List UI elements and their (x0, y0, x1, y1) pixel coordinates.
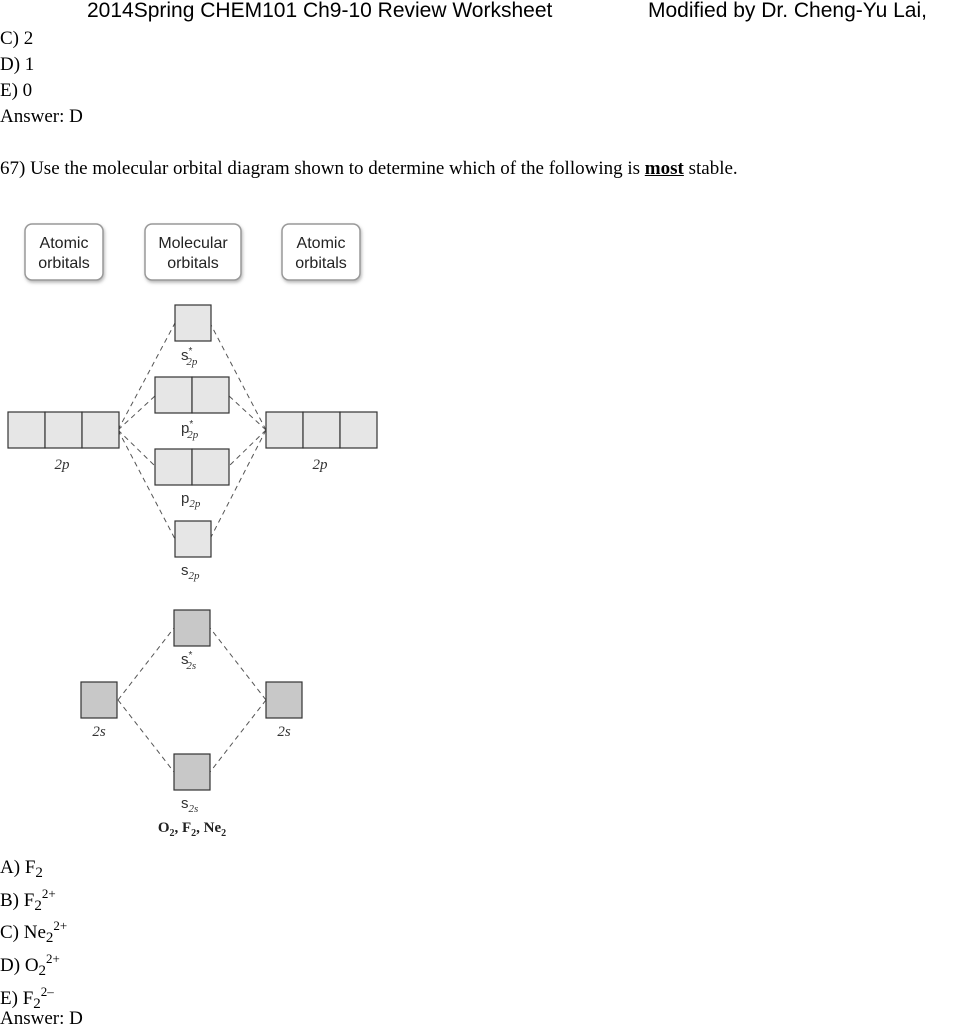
prev-choice-c: C) 2 (0, 28, 34, 49)
prev-answer: Answer: D (0, 106, 83, 127)
mo-pi-2p-star (154, 376, 230, 414)
diagram-caption: O2, F2, Ne2 (158, 820, 226, 839)
correlation-lines-2s (117, 627, 267, 773)
label-2s-left: 2s (92, 724, 106, 740)
box-atomic-right-line2: orbitals (295, 255, 347, 272)
answer: Answer: D (0, 1008, 83, 1029)
label-sigma-2s: s2s (181, 795, 198, 815)
label-pi-2p-star: p*2p (181, 419, 199, 441)
choice-b: B) F22+ (0, 886, 56, 914)
box-molecular-line1: Molecular (158, 235, 228, 252)
label-pi-2p: p2p (181, 490, 201, 510)
ao-2s-left (80, 681, 118, 719)
ao-2p-right (265, 411, 378, 449)
box-molecular-line2: orbitals (167, 255, 219, 272)
mo-pi-2p (154, 448, 230, 486)
ao-2p-left (7, 411, 120, 449)
prev-choice-d: D) 1 (0, 54, 35, 75)
box-molecular: Molecular orbitals (144, 223, 242, 281)
label-2s-right: 2s (277, 724, 291, 740)
question-suffix: stable. (683, 158, 738, 179)
mo-diagram: Atomic orbitals Molecular orbitals Atomi… (7, 223, 378, 839)
label-2p-left: 2p (55, 457, 71, 473)
page-header: 2014Spring CHEM101 Ch9-10 Review Workshe… (0, 0, 960, 26)
mo-sigma-2p-star (174, 304, 212, 342)
label-sigma-2p-star: s*2p (181, 346, 198, 368)
label-sigma-2p: s2p (181, 562, 200, 582)
ao-2s-right (265, 681, 303, 719)
box-atomic-right-line1: Atomic (297, 235, 346, 252)
question-prefix: 67) Use the molecular orbital diagram sh… (0, 158, 645, 179)
box-atomic-left-line2: orbitals (38, 255, 90, 272)
worksheet-title: 2014Spring CHEM101 Ch9-10 Review Workshe… (87, 0, 553, 22)
correlation-lines-2p (117, 322, 267, 540)
mo-sigma-2s (173, 753, 211, 791)
choice-d: D) O22+ (0, 951, 60, 979)
box-atomic-left-line1: Atomic (40, 235, 89, 252)
question-emphasis: most (644, 158, 684, 179)
mo-sigma-2s-star (173, 609, 211, 647)
question-67: 67) Use the molecular orbital diagram sh… (0, 156, 738, 182)
choice-c: C) Ne22+ (0, 918, 68, 946)
label-sigma-2s-star: s*2s (181, 650, 196, 672)
choice-e: E) F22– (0, 984, 54, 1012)
mo-sigma-2p (174, 520, 212, 558)
box-atomic-right: Atomic orbitals (281, 223, 361, 281)
prev-choice-e: E) 0 (0, 80, 33, 101)
modified-by: Modified by Dr. Cheng-Yu Lai, (648, 0, 927, 22)
box-atomic-left: Atomic orbitals (24, 223, 104, 281)
choice-a: A) F2 (0, 857, 43, 881)
label-2p-right: 2p (313, 457, 329, 473)
